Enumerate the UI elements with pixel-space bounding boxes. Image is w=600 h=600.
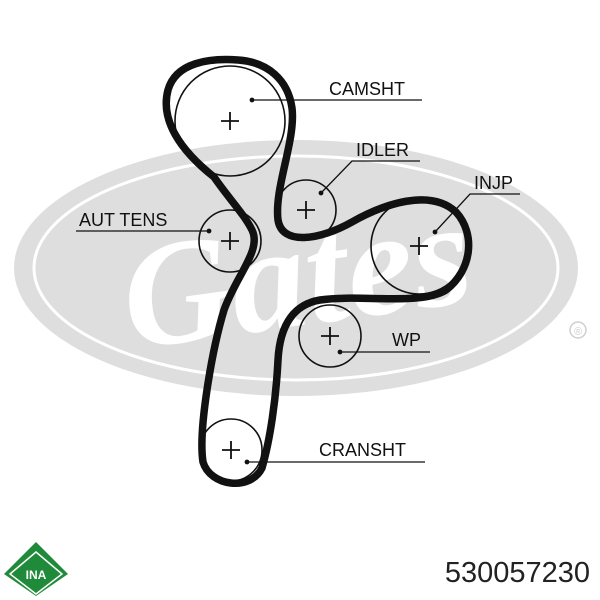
leader-idler [320, 160, 420, 194]
watermark-oval-inner [32, 154, 560, 382]
leader-dot-camshaft [249, 97, 255, 103]
label-camshaft: CAMSHT [329, 79, 405, 99]
ina-logo: INA [4, 542, 68, 596]
leader-dot-wp [337, 349, 343, 355]
pulley-auto-tensioner [198, 209, 262, 273]
label-water-pump: WP [392, 330, 421, 350]
pulley-camshaft [174, 65, 286, 177]
leader-dot-idler [318, 190, 324, 196]
registered-mark: ® [574, 326, 582, 338]
leader-dot-injp [432, 229, 438, 235]
leader-lines [76, 97, 520, 465]
ina-logo-inner [8, 551, 64, 595]
part-number: 530057230 [445, 557, 590, 589]
timing-belt [162, 55, 473, 487]
ina-logo-text: INA [26, 568, 47, 582]
leader-dot-aut-tens [206, 228, 212, 234]
label-crankshaft: CRANSHT [319, 440, 406, 460]
label-auto-tensioner: AUT TENS [79, 210, 167, 230]
leader-injp [434, 193, 520, 233]
label-idler: IDLER [356, 140, 409, 160]
leader-dot-cransht [244, 459, 250, 465]
pulley-water-pump [298, 304, 362, 368]
label-injection-pump: INJP [474, 173, 513, 193]
registered-circle [569, 321, 587, 339]
